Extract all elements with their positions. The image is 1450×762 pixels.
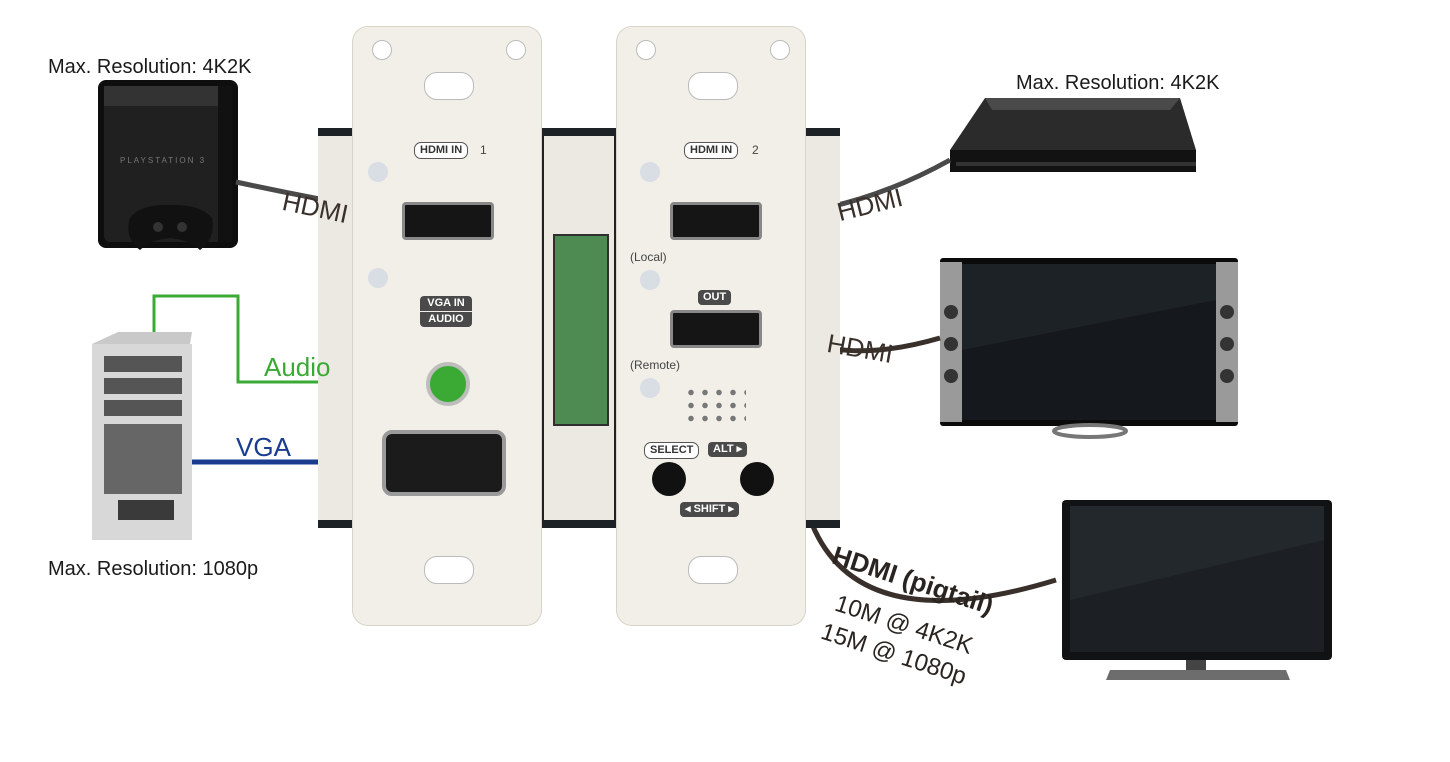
circuit-board bbox=[553, 234, 609, 426]
slot-hole bbox=[688, 556, 738, 584]
led-indicator bbox=[640, 162, 660, 182]
ps3-console-icon bbox=[98, 80, 238, 248]
audio-cable-label: Audio bbox=[264, 352, 331, 382]
hdmi-cable-pigtail bbox=[809, 523, 1057, 603]
hdmi-in2-number: 2 bbox=[752, 143, 759, 157]
screw-hole bbox=[636, 40, 656, 60]
led-indicator bbox=[368, 268, 388, 288]
alt-button[interactable] bbox=[740, 462, 774, 496]
ps3slim-resolution-label: Max. Resolution: 4K2K bbox=[1016, 72, 1220, 94]
hdmi-out-port[interactable] bbox=[670, 310, 762, 348]
remote-label: (Remote) bbox=[630, 358, 681, 372]
screw-hole bbox=[506, 40, 526, 60]
vga-port[interactable] bbox=[382, 430, 506, 496]
select-label: SELECT bbox=[644, 442, 700, 459]
audio-label: AUDIO bbox=[420, 312, 472, 327]
side-panel-right bbox=[806, 136, 840, 520]
led-indicator bbox=[640, 270, 660, 290]
hdmi-in1-label: HDMI IN bbox=[414, 142, 469, 159]
select-button[interactable] bbox=[652, 462, 686, 496]
alt-label: ALT ▸ bbox=[708, 442, 748, 457]
ps3-controller-icon bbox=[128, 204, 213, 250]
hdmi-in2-label: HDMI IN bbox=[684, 142, 739, 159]
slot-hole bbox=[688, 72, 738, 100]
hdmi-in1-port[interactable] bbox=[402, 202, 494, 240]
led-indicator bbox=[368, 162, 388, 182]
tv-monitor-icon bbox=[940, 258, 1238, 439]
audio-cable bbox=[152, 294, 410, 384]
slot-hole bbox=[424, 72, 474, 100]
tv-screen-icon bbox=[1062, 500, 1332, 680]
speaker-grille bbox=[684, 386, 746, 426]
ps3-brand-label: PLAYSTATION 3 bbox=[120, 156, 207, 165]
pc-resolution-label: Max. Resolution: 1080p bbox=[48, 558, 259, 580]
slot-hole bbox=[424, 556, 474, 584]
audio-jack[interactable] bbox=[426, 362, 470, 406]
screw-hole bbox=[770, 40, 790, 60]
hdmi-in1-number: 1 bbox=[480, 143, 487, 157]
local-label: (Local) bbox=[630, 250, 667, 264]
vga-in-label: VGA IN bbox=[420, 296, 472, 311]
vga-cable-label: VGA bbox=[236, 432, 291, 462]
side-panel-left bbox=[318, 136, 352, 520]
hdmi-in2-port[interactable] bbox=[670, 202, 762, 240]
pc-tower-icon bbox=[92, 332, 192, 540]
ps3-slim-console-icon bbox=[950, 98, 1196, 172]
out-label: OUT bbox=[698, 290, 732, 305]
screw-hole bbox=[372, 40, 392, 60]
shift-label: ◂ SHIFT ▸ bbox=[680, 502, 739, 517]
led-indicator bbox=[640, 378, 660, 398]
ps3-resolution-label: Max. Resolution: 4K2K bbox=[48, 56, 252, 78]
